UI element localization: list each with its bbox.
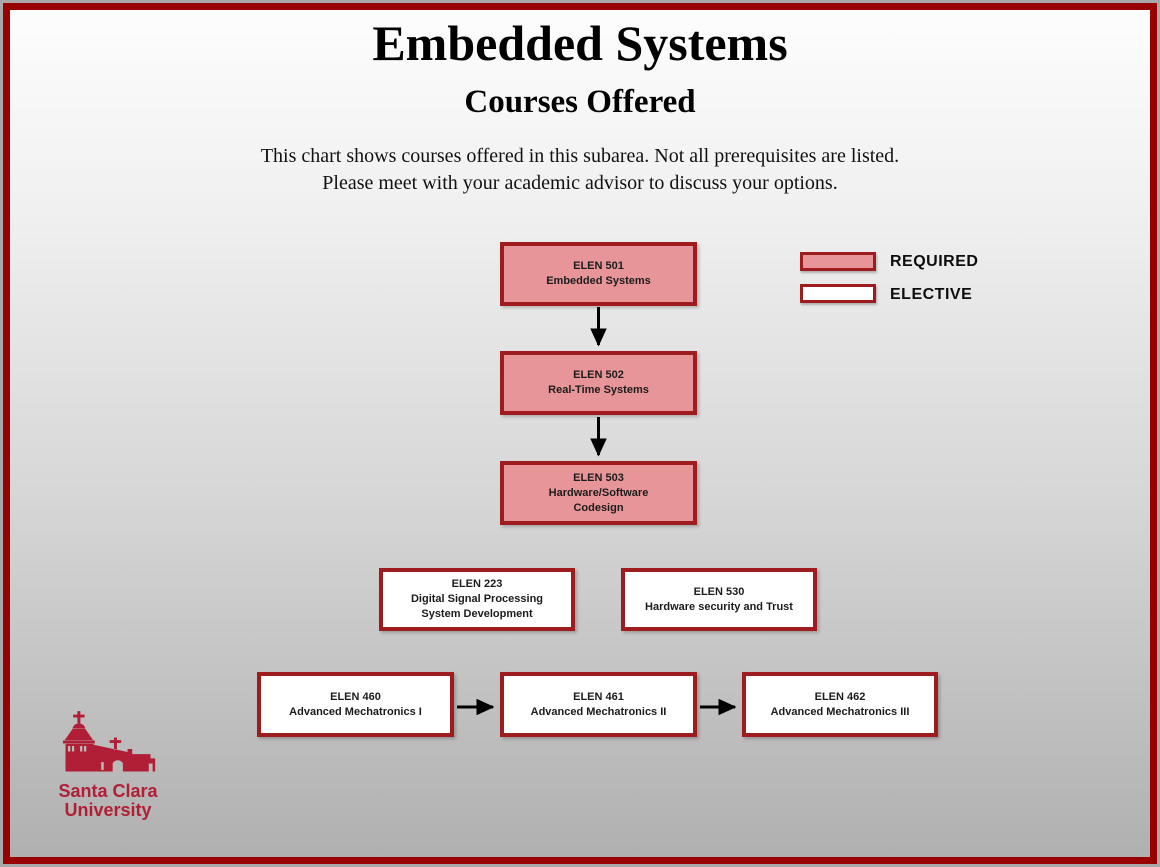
- course-code: ELEN 503: [573, 471, 624, 484]
- legend-elective-swatch: [800, 284, 876, 303]
- course-name: Embedded Systems: [546, 275, 651, 287]
- course-name: Hardware/Software Codesign: [548, 486, 649, 514]
- course-code: ELEN 502: [573, 369, 624, 381]
- course-box-elen-462: ELEN 462 Advanced Mechatronics III: [742, 672, 938, 737]
- course-code: ELEN 462: [814, 690, 866, 703]
- mission-church-icon: [62, 711, 156, 772]
- course-code: ELEN 460: [330, 690, 381, 703]
- legend-required-swatch: [800, 252, 876, 271]
- logo-line2: University: [64, 800, 152, 820]
- page-title: Embedded Systems: [372, 15, 788, 71]
- course-name: Digital Signal Processing System Develop…: [410, 593, 544, 620]
- course-name: Advanced Mechatronics III: [770, 705, 910, 718]
- course-code: ELEN 530: [693, 585, 745, 598]
- course-box-elen-461: ELEN 461 Advanced Mechatronics II: [500, 672, 697, 737]
- page-subtitle: Courses Offered: [464, 84, 696, 120]
- page-note-line1: This chart shows courses offered in this…: [260, 145, 900, 167]
- course-name: Advanced Mechatronics I: [289, 705, 422, 718]
- page-note-line2: Please meet with your academic advisor t…: [322, 172, 838, 194]
- course-box-elen-460: ELEN 460 Advanced Mechatronics I: [257, 672, 454, 737]
- course-code: ELEN 461: [573, 690, 624, 703]
- logo-line1: Santa Clara: [58, 781, 158, 801]
- santa-clara-university-logo: Santa Clara University: [44, 700, 172, 820]
- legend-required-label: REQUIRED: [890, 253, 979, 270]
- course-name: Advanced Mechatronics II: [530, 705, 667, 718]
- course-code: ELEN 223: [451, 578, 503, 590]
- course-box-elen-223: ELEN 223 Digital Signal Processing Syste…: [379, 568, 575, 631]
- legend-elective-label: ELECTIVE: [890, 286, 973, 303]
- course-code: ELEN 501: [573, 260, 624, 272]
- logo-wordmark: Santa Clara University: [44, 782, 172, 820]
- course-box-elen-501: ELEN 501 Embedded Systems: [500, 242, 697, 306]
- page-note: This chart shows courses offered in this…: [0, 143, 1160, 197]
- course-name: Real-Time Systems: [548, 384, 649, 396]
- course-name: Hardware security and Trust: [645, 600, 793, 613]
- course-box-elen-530: ELEN 530 Hardware security and Trust: [621, 568, 817, 631]
- course-box-elen-502: ELEN 502 Real-Time Systems: [500, 351, 697, 415]
- course-box-elen-503: ELEN 503 Hardware/Software Codesign: [500, 461, 697, 525]
